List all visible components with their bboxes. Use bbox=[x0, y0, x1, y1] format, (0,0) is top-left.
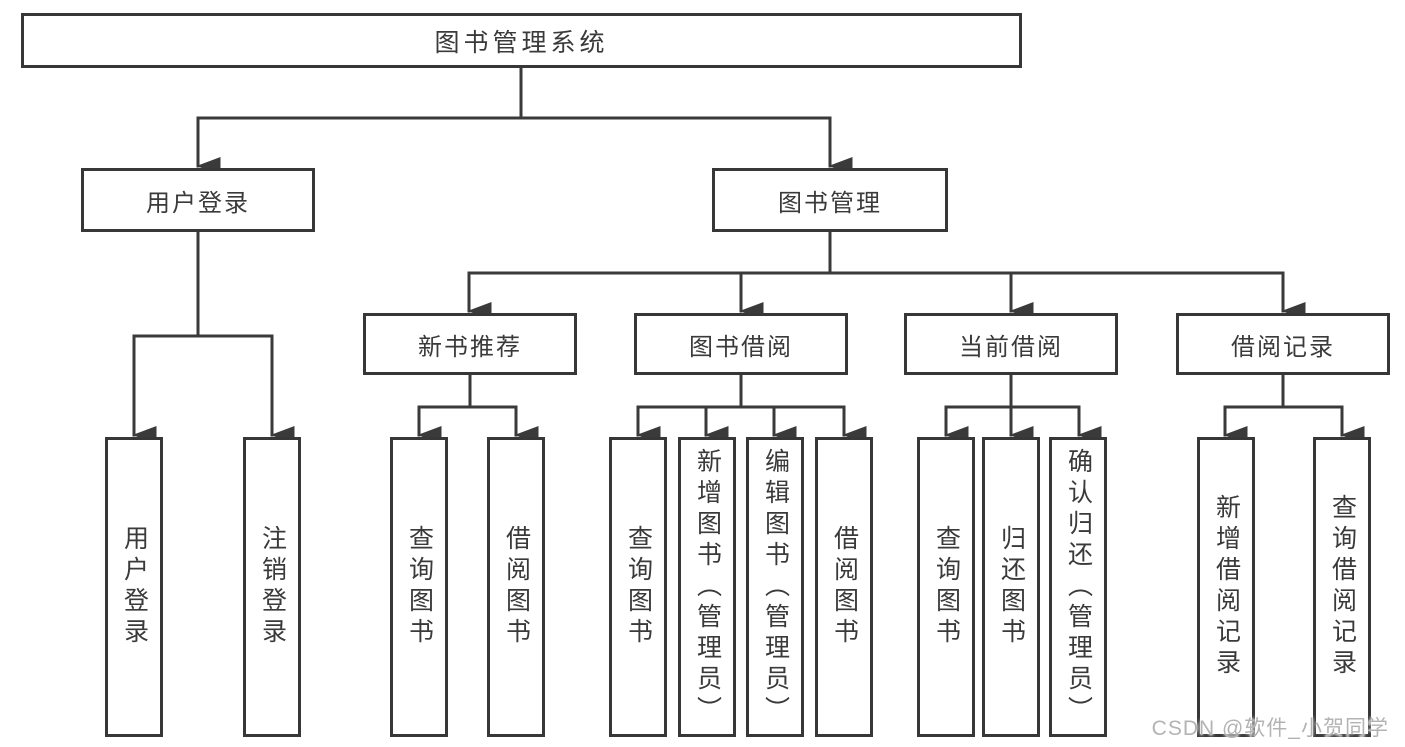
leaf-borrow-books: 借阅图书 bbox=[815, 437, 873, 737]
node-book-borrowing: 图书借阅 bbox=[634, 313, 848, 375]
node-label: 借阅图书 bbox=[830, 525, 859, 649]
leaf-add-borrow-record: 新增借阅记录 bbox=[1197, 437, 1255, 737]
leaf-logout: 注销登录 bbox=[243, 437, 301, 737]
leaf-add-book-admin: 新增图书（管理员） bbox=[678, 437, 736, 737]
node-label: 确认归还（管理员） bbox=[1064, 447, 1093, 727]
leaf-query-books-borrowing: 查询图书 bbox=[609, 437, 667, 737]
leaf-edit-book-admin: 编辑图书（管理员） bbox=[746, 437, 804, 737]
node-book-management-system: 图书管理系统 bbox=[21, 13, 1022, 68]
node-label: 用户登录 bbox=[120, 525, 149, 649]
node-label: 查询借阅记录 bbox=[1328, 494, 1357, 680]
leaf-query-borrow-record: 查询借阅记录 bbox=[1313, 437, 1371, 737]
node-label: 编辑图书（管理员） bbox=[761, 447, 790, 727]
node-label: 用户登录 bbox=[146, 189, 250, 217]
node-label: 借阅记录 bbox=[1231, 333, 1335, 361]
leaf-query-books-current: 查询图书 bbox=[917, 437, 975, 737]
node-book-management: 图书管理 bbox=[712, 168, 948, 232]
node-new-book-recommend: 新书推荐 bbox=[363, 313, 577, 375]
leaf-query-books-recommend: 查询图书 bbox=[390, 437, 448, 737]
node-label: 查询图书 bbox=[932, 525, 961, 649]
leaf-borrow-books-recommend: 借阅图书 bbox=[487, 437, 545, 737]
node-label: 借阅图书 bbox=[502, 525, 531, 649]
node-label: 新书推荐 bbox=[418, 333, 522, 361]
leaf-return-books: 归还图书 bbox=[982, 437, 1040, 737]
node-current-borrowing: 当前借阅 bbox=[904, 313, 1118, 375]
node-borrowing-records: 借阅记录 bbox=[1176, 313, 1390, 375]
node-label: 注销登录 bbox=[258, 525, 287, 649]
node-user-login: 用户登录 bbox=[81, 168, 315, 232]
node-label: 归还图书 bbox=[997, 525, 1026, 649]
node-label: 图书管理系统 bbox=[434, 28, 609, 57]
leaf-user-login: 用户登录 bbox=[105, 437, 163, 737]
node-label: 新增图书（管理员） bbox=[693, 447, 722, 727]
node-label: 新增借阅记录 bbox=[1212, 494, 1241, 680]
node-label: 查询图书 bbox=[405, 525, 434, 649]
node-label: 查询图书 bbox=[624, 525, 653, 649]
csdn-watermark: CSDN @软件_小贺同学 bbox=[1151, 717, 1389, 740]
leaf-confirm-return-admin: 确认归还（管理员） bbox=[1049, 437, 1107, 737]
node-label: 图书管理 bbox=[778, 189, 882, 217]
node-label: 图书借阅 bbox=[689, 333, 793, 361]
node-label: 当前借阅 bbox=[959, 333, 1063, 361]
